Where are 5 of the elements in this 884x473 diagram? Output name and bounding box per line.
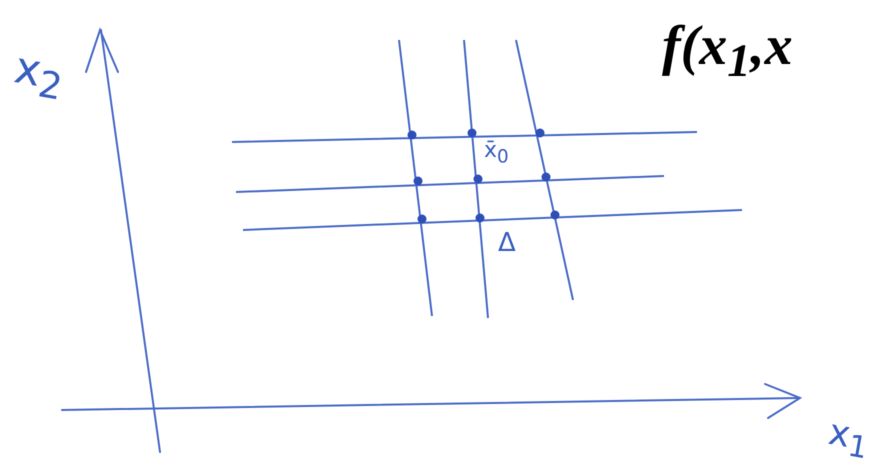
step-label: Δ xyxy=(498,230,516,256)
point-label: x̄$_{0}$ xyxy=(484,140,509,167)
formula-text: f(x$_{1}$,x xyxy=(662,18,793,85)
axis-label: x$_{1}$ xyxy=(824,414,872,464)
axis-label: x$_{2}$ xyxy=(10,46,66,106)
